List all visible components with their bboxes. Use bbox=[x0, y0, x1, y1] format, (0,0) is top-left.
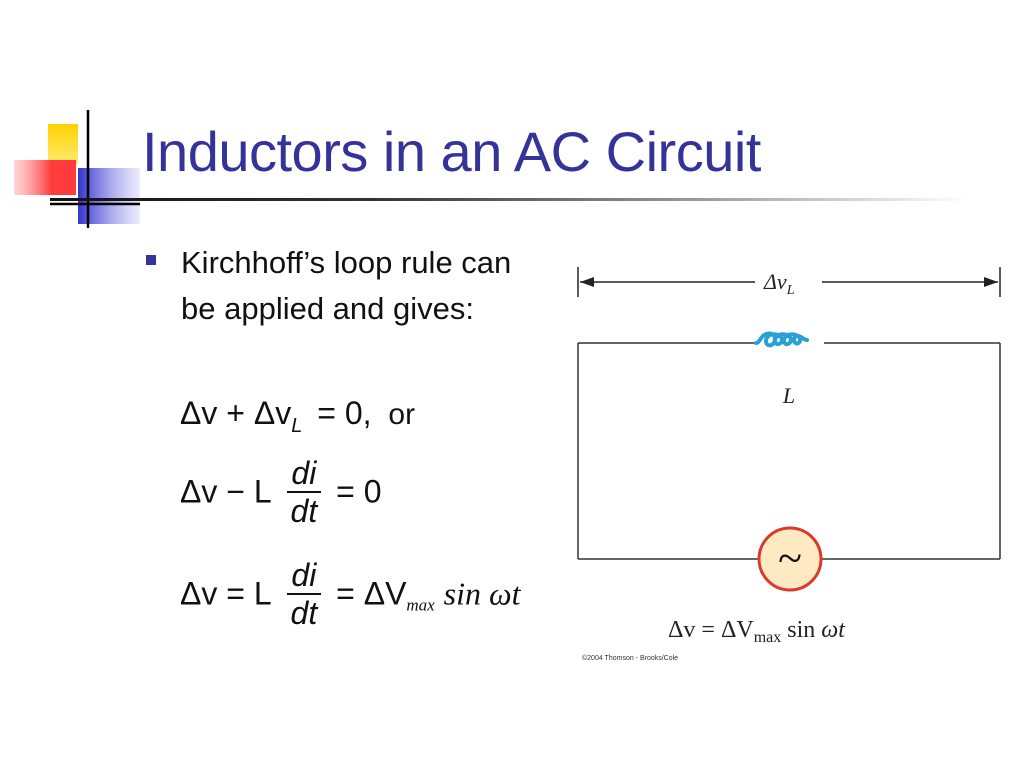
voltage-label: Δv bbox=[763, 269, 787, 294]
eq2-den: dt bbox=[290, 493, 318, 529]
corner-decoration bbox=[14, 110, 140, 228]
equation-kirchhoff: Δv + ΔvL = 0, or bbox=[180, 395, 415, 438]
ac-source-symbol: ~ bbox=[778, 534, 802, 583]
deco-yellow-square bbox=[48, 124, 78, 164]
svg-text:Δv = ΔVmax sin ωt: Δv = ΔVmax sin ωt bbox=[668, 617, 846, 646]
fig-eq-sub: max bbox=[754, 629, 782, 646]
deco-red-square bbox=[14, 160, 76, 195]
eq3-sub: max bbox=[406, 595, 435, 615]
eq1-rhs: = 0, bbox=[317, 395, 372, 431]
fig-eq-omega: ωt bbox=[821, 617, 846, 643]
copyright-credit: ©2004 Thomson - Brooks/Cole bbox=[582, 654, 678, 662]
arrowhead-right bbox=[984, 277, 998, 287]
inductor-coil bbox=[754, 331, 809, 348]
eq3-num: di bbox=[286, 557, 322, 595]
eq2-left: Δv − L bbox=[180, 473, 272, 510]
eq2-num: di bbox=[286, 455, 322, 493]
inductor-label: L bbox=[782, 383, 795, 408]
eq1-or: or bbox=[388, 398, 416, 431]
bullet-text: Kirchhoff’s loop rule can be applied and… bbox=[181, 245, 512, 326]
eq3-tail: sin ωt bbox=[443, 575, 521, 612]
eq1-sub: L bbox=[291, 415, 303, 437]
fig-eq-left: Δv = ΔV bbox=[668, 617, 754, 643]
slide-title: Inductors in an AC Circuit bbox=[142, 120, 761, 183]
voltage-label-sub: L bbox=[786, 283, 795, 298]
fig-eq-sin: sin bbox=[781, 617, 821, 643]
eq3-den: dt bbox=[290, 595, 318, 631]
eq3-left: Δv = L bbox=[180, 575, 272, 612]
figure-background bbox=[575, 255, 1000, 665]
circuit-figure: ΔvL L ~ Δv = ΔVmax sin ωt ©2004 Thomson … bbox=[575, 255, 1001, 665]
svg-text:ΔvL: ΔvL bbox=[763, 269, 795, 298]
equation-source-voltage: Δv = L di dt = ΔVmax sin ωt bbox=[180, 557, 520, 631]
eq1-left: Δv + Δv bbox=[180, 395, 292, 431]
bullet-marker bbox=[146, 255, 156, 265]
eq3-mid: = ΔV bbox=[336, 575, 407, 612]
eq2-rhs: = 0 bbox=[336, 473, 382, 510]
equation-inductor-loop: Δv − L di dt = 0 bbox=[180, 455, 381, 529]
eq3-fraction: di dt bbox=[286, 557, 322, 631]
title-underline bbox=[50, 198, 970, 201]
arrowhead-left bbox=[580, 277, 594, 287]
ac-source bbox=[757, 526, 823, 592]
eq2-fraction: di dt bbox=[286, 455, 322, 529]
